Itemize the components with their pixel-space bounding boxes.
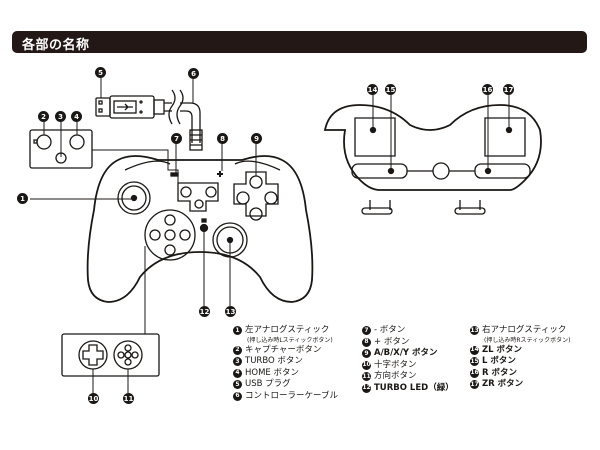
callout-10: 10 — [88, 393, 99, 404]
section-title: 各部の名称 — [22, 38, 90, 53]
callout-6: 6 — [188, 68, 199, 79]
legend-item-1-note: (押し込み時Lスティックボタン) — [247, 336, 333, 344]
callout-3: 3 — [55, 111, 66, 122]
callout-16: 16 — [482, 84, 493, 95]
callout-13: 13 — [225, 306, 236, 317]
callout-4: 4 — [71, 111, 82, 122]
callout-8: 8 — [217, 133, 228, 144]
legend-item-8: 8+ ボタン — [362, 337, 454, 349]
legend-item-7: 7- ボタン — [362, 325, 454, 337]
callout-1: 1 — [17, 193, 28, 204]
callout-5: 5 — [95, 67, 106, 78]
callout-12: 12 — [199, 306, 210, 317]
callout-17: 17 — [503, 84, 514, 95]
callout-9: 9 — [251, 133, 262, 144]
callout-11: 11 — [123, 393, 134, 404]
callout-14: 14 — [367, 84, 378, 95]
callout-7: 7 — [171, 133, 182, 144]
leader-lines — [30, 78, 510, 394]
callout-2: 2 — [38, 111, 49, 122]
dpad-inset — [61, 333, 160, 377]
section-header: 各部の名称 — [12, 31, 587, 53]
legend-item-13-note: (押し込み時Rスティックボタン) — [484, 336, 571, 344]
callout-15: 15 — [385, 84, 396, 95]
usb-plug-illustration — [95, 89, 203, 151]
controller-body — [86, 155, 314, 303]
